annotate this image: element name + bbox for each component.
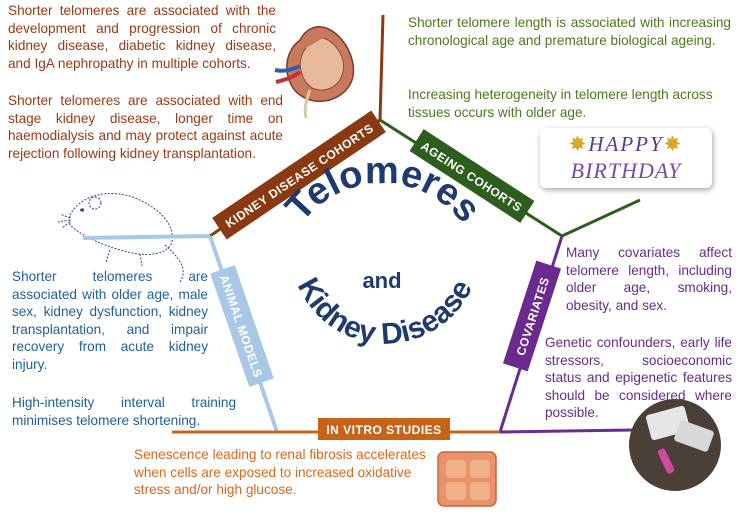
kidney-text-1: Shorter telomeres are associated with th… [8,3,276,71]
birthday-line1: ✸HAPPY✸ [568,132,684,156]
band-animal-models: ANIMAL MODELS [210,265,274,387]
cell-culture-icon [437,451,497,507]
ageing-text-1: Shorter telomere length is associated wi… [408,15,731,48]
covariates-text-1: Many covariates affect telomere length, … [566,245,732,313]
star-icon: ✸ [568,132,589,156]
medication-icon [629,399,721,491]
star-icon: ✸ [663,132,684,156]
birthday-card: ✸HAPPY✸ BIRTHDAY [540,128,712,188]
center-title-middle: and [362,268,401,293]
covariates-text-2: Genetic confounders, early life stressor… [545,335,732,420]
mouse-icon [57,193,184,283]
band-in-vitro-studies: IN VITRO STUDIES [318,418,450,440]
invitro-text: Senescence leading to renal fibrosis acc… [134,447,426,497]
kidney-text-2: Shorter telomeres are associated with en… [8,93,283,161]
band-invitro-label: IN VITRO STUDIES [326,423,441,437]
birthday-line2: BIRTHDAY [570,158,682,183]
animal-text-1: Shorter telomeres are associated with ol… [12,269,208,372]
animal-text-2: High-intensity interval training minimis… [12,395,236,428]
ageing-text-2: Increasing heterogeneity in telomere len… [408,87,713,120]
kidney-icon [274,26,355,119]
